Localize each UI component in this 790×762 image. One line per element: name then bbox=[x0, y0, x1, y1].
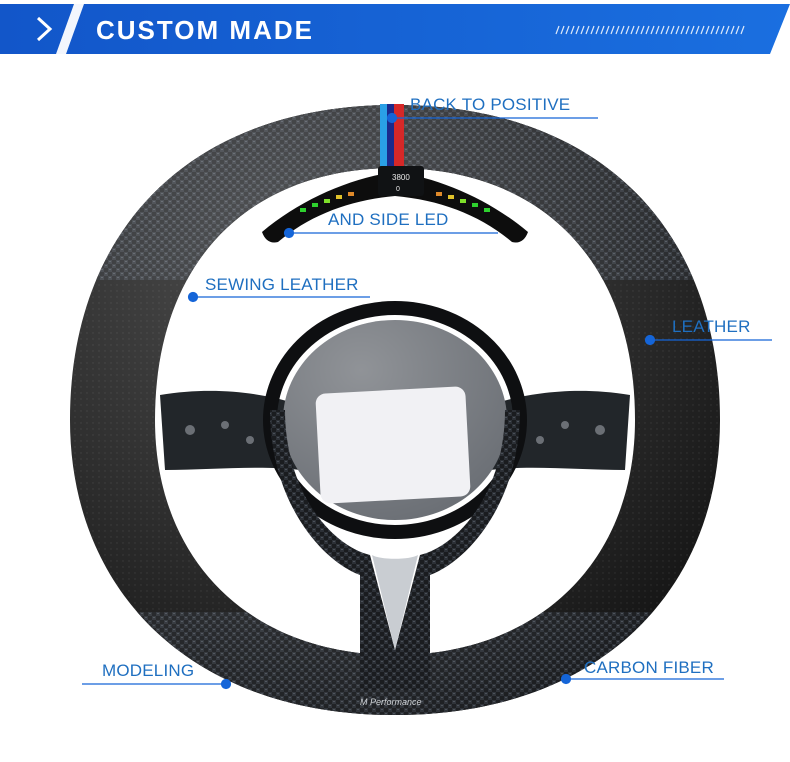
header-banner: CUSTOM MADE bbox=[0, 0, 790, 60]
callout-markers bbox=[82, 112, 772, 690]
callout-modeling: MODELING bbox=[102, 661, 195, 680]
page-title: CUSTOM MADE bbox=[96, 15, 314, 45]
m-stripe bbox=[380, 104, 404, 168]
steering-wheel-image: 3800 0 bbox=[70, 104, 772, 715]
wheel-logo: M Performance bbox=[360, 697, 422, 707]
display-speed: 0 bbox=[396, 186, 400, 193]
decorative-slashes bbox=[555, 25, 745, 35]
chevron-right-icon bbox=[36, 16, 53, 42]
led-lights bbox=[300, 192, 490, 212]
led-display: 3800 0 bbox=[262, 166, 528, 243]
callout-side-led: AND SIDE LED bbox=[328, 210, 449, 229]
callout-sewing-leather: SEWING LEATHER bbox=[205, 275, 359, 294]
callout-carbon-fiber: CARBON FIBER bbox=[584, 658, 714, 677]
hub-ring bbox=[263, 301, 527, 539]
product-stage: 3800 0 bbox=[0, 60, 790, 757]
callout-leather: LEATHER bbox=[672, 317, 751, 336]
airbag-cover bbox=[315, 386, 471, 504]
callout-back-to-positive: BACK TO POSITIVE bbox=[410, 95, 571, 114]
display-rpm: 3800 bbox=[392, 173, 410, 182]
banner-shape bbox=[0, 4, 790, 54]
